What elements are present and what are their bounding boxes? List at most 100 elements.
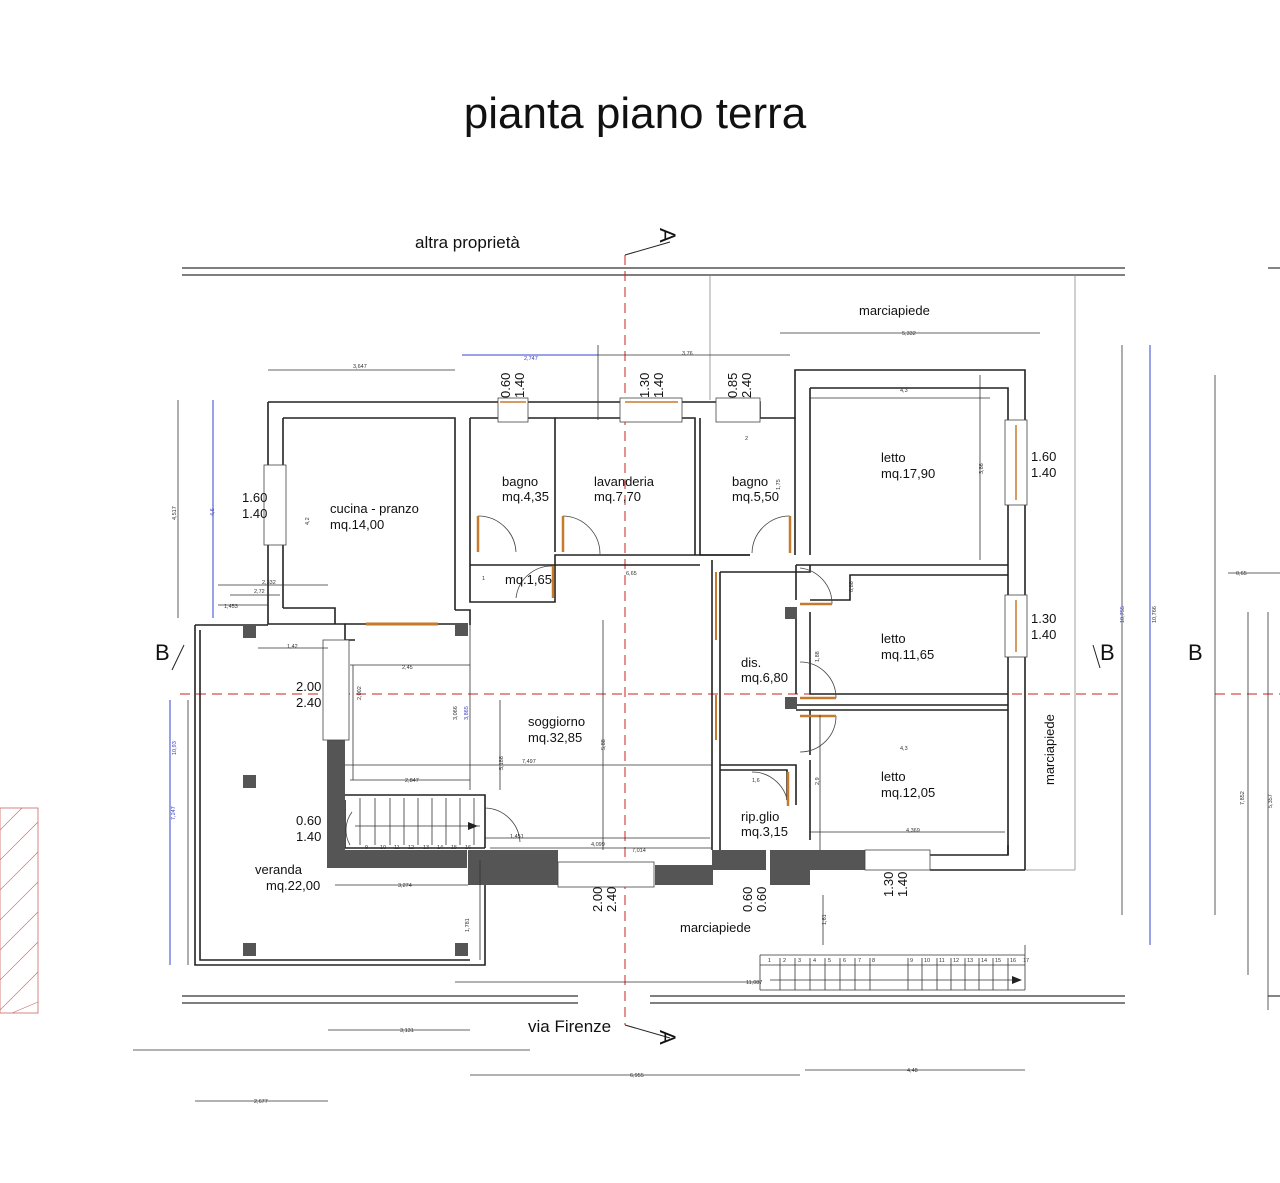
dim-text: 4,6	[210, 508, 216, 516]
dim-text: 2,847	[405, 778, 419, 784]
dimension-lines	[133, 332, 1280, 1102]
w5-top: 1.60	[1031, 449, 1056, 464]
room-labels: cucina - pranzo mq.14,00 bagno mq.4,35 l…	[255, 303, 1057, 935]
w2-top: 1.30	[637, 373, 652, 398]
dim-text: 4,369	[906, 828, 920, 834]
stair-numbers-inner: 10 11 12 13 14 15 16 9	[365, 845, 471, 851]
dim-text: 5,188	[499, 756, 505, 770]
interior-stairs	[355, 798, 480, 845]
w10-bot: 0.60	[754, 887, 769, 912]
dim-text: 1,42	[287, 644, 298, 650]
stair-arrows	[468, 822, 1022, 984]
dim-text: 5,357	[1268, 794, 1274, 808]
neighbor-top-label: altra proprietà	[415, 233, 520, 252]
stair-step: 8	[872, 958, 875, 964]
dim-text: 4,3	[900, 746, 908, 752]
dim-text: 1	[482, 576, 485, 582]
dim-text: 1,451	[510, 834, 524, 840]
wall-hatches	[243, 607, 865, 956]
section-a-top: A	[655, 228, 680, 243]
w8-top: 0.60	[296, 813, 321, 828]
dim-text: 2,002	[357, 686, 363, 700]
w8-bot: 1.40	[296, 829, 321, 844]
dim-text: 3,76	[682, 351, 693, 357]
dim-text: 1,781	[465, 918, 471, 932]
stair-step: 10	[380, 845, 386, 851]
stair-step: 9	[910, 958, 913, 964]
stair-step: 14	[437, 845, 443, 851]
dim-text: 4,517	[172, 506, 178, 520]
marciapiede-right-label: marciapiede	[1042, 714, 1057, 785]
w3-bot: 2.40	[739, 373, 754, 398]
window-labels: 0.60 1.40 1.30 1.40 0.85 2.40 1.60 1.40 …	[242, 373, 1056, 912]
stair-step: 10	[924, 958, 930, 964]
street-label: via Firenze	[528, 1017, 611, 1036]
stair-step: 5	[828, 958, 831, 964]
section-b-right: B	[1100, 640, 1115, 665]
room-cucina-area: mq.14,00	[330, 517, 384, 532]
w4-top: 1.60	[242, 490, 267, 505]
w4-bot: 1.40	[242, 506, 267, 521]
w6-bot: 1.40	[1031, 627, 1056, 642]
dim-text: 10,93	[172, 741, 178, 755]
plan-title: pianta piano terra	[464, 89, 807, 138]
dimension-texts: 3,647 2,747 3,76 5,332 4,3 4,3 2 4,2 4,5…	[171, 331, 1274, 1105]
section-axes	[171, 241, 1280, 1039]
w1-top: 0.60	[498, 373, 513, 398]
room-bagno2-name: bagno	[732, 474, 768, 489]
dim-text: 1,61	[822, 914, 828, 925]
stair-step: 16	[1010, 958, 1016, 964]
stair-step: 15	[995, 958, 1001, 964]
room-veranda-name: veranda	[255, 862, 303, 877]
street-stairs	[759, 945, 1026, 991]
stair-step: 17	[1023, 958, 1029, 964]
dim-text: 7,852	[1240, 791, 1246, 805]
stair-step: 13	[967, 958, 973, 964]
w5-bot: 1.40	[1031, 465, 1056, 480]
stair-step: 7	[858, 958, 861, 964]
stair-step: 1	[768, 958, 771, 964]
stair-step: 6	[843, 958, 846, 964]
room-letto2-area: mq.11,65	[881, 647, 934, 662]
w11-bot: 1.40	[895, 872, 910, 897]
dim-text: 10,755	[1120, 606, 1126, 623]
room-small-area: mq.1,65	[505, 572, 552, 587]
dim-text: 7,247	[171, 806, 177, 820]
neighbor-building-left	[0, 807, 39, 1014]
dim-text: 7,497	[522, 759, 536, 765]
stair-step: 13	[423, 845, 429, 851]
property-lines	[182, 267, 1280, 1004]
dim-text: 7,014	[632, 848, 646, 854]
room-lavanderia-area: mq.7,70	[594, 489, 641, 504]
stair-step: 3	[798, 958, 801, 964]
stair-step: 14	[981, 958, 987, 964]
room-lavanderia-name: lavanderia	[594, 474, 655, 489]
dim-text: 2,45	[402, 665, 413, 671]
room-letto1-area: mq.17,90	[881, 466, 935, 481]
dim-text: 4,3	[900, 388, 908, 394]
dim-text: 1,88	[815, 651, 821, 662]
room-dis-area: mq.6,80	[741, 670, 788, 685]
room-letto1-name: letto	[881, 450, 906, 465]
room-letto3-name: letto	[881, 769, 906, 784]
w1-bot: 1.40	[512, 373, 527, 398]
room-bagno1-name: bagno	[502, 474, 538, 489]
room-soggiorno-area: mq.32,85	[528, 730, 582, 745]
dim-text: 6,65	[626, 571, 637, 577]
stair-step: 11	[939, 958, 945, 964]
room-letto2-name: letto	[881, 631, 906, 646]
door-swings	[345, 515, 837, 846]
dim-text: 3,066	[453, 706, 459, 720]
dim-text: 4,099	[591, 842, 605, 848]
stair-step: 11	[394, 845, 400, 851]
section-b-far-right: B	[1188, 640, 1203, 665]
room-soggiorno-name: soggiorno	[528, 714, 585, 729]
stair-step: 9	[365, 845, 368, 851]
w11-top: 1.30	[881, 872, 896, 897]
dim-text: 2,9	[815, 777, 821, 785]
marciapiede-top-label: marciapiede	[859, 303, 930, 318]
dim-text: 2	[745, 436, 748, 442]
section-a-bottom: A	[655, 1030, 680, 1045]
dim-text: 4,48	[907, 1068, 918, 1074]
